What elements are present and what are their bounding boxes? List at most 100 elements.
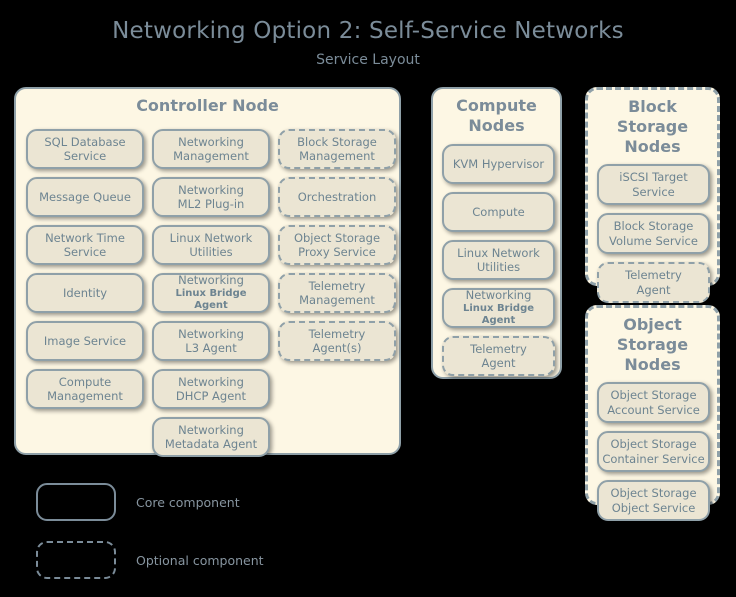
- service-label-line1: Telemetry: [308, 326, 366, 341]
- service-label-line2: Service: [63, 149, 107, 163]
- service-label-line2: DHCP Agent: [175, 389, 247, 403]
- service-label-line1: Networking: [178, 134, 244, 149]
- page-subtitle: Service Layout: [316, 51, 420, 68]
- service-label-line1: iSCSI Target: [619, 170, 688, 185]
- block-storage-nodes-title: Block Storage Nodes: [616, 97, 689, 156]
- service-box[interactable]: Identity: [26, 273, 144, 313]
- service-label-line2: Account Service: [607, 402, 700, 417]
- service-box[interactable]: KVM Hypervisor: [442, 144, 555, 184]
- service-label-line1: Object Storage: [610, 388, 697, 403]
- service-label-line2: Linux Bridge Agent: [462, 302, 535, 327]
- service-label-line2: Proxy Service: [298, 245, 376, 259]
- service-label-line1: Telemetry: [625, 268, 682, 283]
- service-label-line1: KVM Hypervisor: [452, 156, 545, 171]
- service-label-line2: Agent: [481, 356, 516, 370]
- service-label-line1: SQL Database: [44, 134, 126, 149]
- service-label-line2: Management: [299, 293, 375, 307]
- service-box[interactable]: Message Queue: [26, 177, 144, 217]
- service-label-line1: Compute: [472, 204, 525, 219]
- diagram-header: Networking Option 2: Self-Service Networ…: [0, 0, 736, 68]
- service-label-line1: Object Storage: [610, 486, 697, 501]
- service-label-line1: Networking: [178, 182, 244, 197]
- service-box[interactable]: Orchestration: [278, 177, 396, 217]
- compute-nodes-title: Compute Nodes: [456, 96, 537, 135]
- service-label-line2: Container Service: [602, 451, 705, 466]
- service-label-line1: Block Storage: [297, 134, 377, 149]
- service-label-line2: Agent: [636, 282, 671, 297]
- service-label-line1: Identity: [62, 285, 108, 300]
- controller-node-title: Controller Node: [136, 96, 279, 115]
- service-label-line1: Object Storage: [610, 437, 697, 452]
- legend-swatch-core: [36, 483, 116, 521]
- service-box[interactable]: Image Service: [26, 321, 144, 361]
- service-label-line1: Networking: [178, 374, 244, 389]
- service-label-line2: L3 Agent: [185, 341, 237, 355]
- legend: Core component Optional component: [36, 481, 264, 597]
- service-label-line2: ML2 Plug-in: [177, 197, 245, 211]
- service-label-line1: Linux Network: [457, 245, 540, 260]
- service-label-line2: Metadata Agent: [164, 437, 258, 451]
- service-label-line2: Service: [632, 184, 675, 199]
- legend-label-optional: Optional component: [136, 552, 264, 568]
- legend-row-core: Core component: [36, 481, 264, 523]
- service-label-line2: Management: [47, 389, 123, 403]
- service-label-line1: Linux Network: [169, 230, 253, 245]
- service-label-line2: Volume Service: [609, 233, 698, 248]
- service-label-line1: Orchestration: [297, 189, 377, 204]
- service-label-line1: Telemetry: [308, 278, 366, 293]
- service-label-line1: Networking: [178, 422, 244, 437]
- service-label-line2: Management: [299, 149, 375, 163]
- service-label-line1: Networking: [178, 326, 244, 341]
- service-label-line1: Compute: [58, 374, 112, 389]
- service-label-line1: Object Storage: [293, 230, 381, 245]
- service-label-line2: Object Service: [611, 500, 696, 515]
- service-label-line2: Utilities: [189, 245, 233, 259]
- service-label-line1: Telemetry: [470, 341, 527, 356]
- page-title: Networking Option 2: Self-Service Networ…: [112, 18, 624, 44]
- service-label-line1: Networking: [178, 273, 244, 288]
- service-label-line1: Image Service: [43, 333, 127, 348]
- object-storage-nodes-title: Object Storage Nodes: [616, 315, 689, 374]
- service-label-line1: Block Storage: [613, 219, 694, 234]
- service-label-line2: Management: [173, 149, 249, 163]
- legend-row-optional: Optional component: [36, 539, 264, 581]
- service-label-line2: Utilities: [476, 260, 521, 274]
- service-box[interactable]: Compute: [442, 192, 555, 232]
- service-label-line2: Service: [63, 245, 107, 259]
- legend-label-core: Core component: [136, 494, 240, 510]
- service-label-line1: Network Time: [45, 230, 125, 245]
- legend-swatch-optional: [36, 541, 116, 579]
